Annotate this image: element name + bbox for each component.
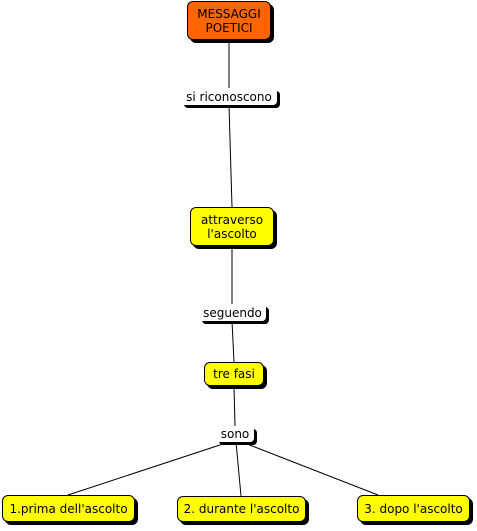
concept-prima-ascolto: 1.prima dell'ascolto	[2, 495, 135, 522]
concept-label-line1: attraverso	[200, 212, 264, 227]
link-phrase-si-riconoscono: si riconoscono	[181, 88, 277, 105]
concept-label-line1: MESSAGGI	[197, 6, 261, 21]
concept-label-line2: l'ascolto	[207, 226, 257, 241]
link-phrase-label: si riconoscono	[186, 89, 272, 104]
connector-link2-to-fasi	[231, 320, 235, 363]
concept-attraverso-ascolto: attraverso l'ascolto	[190, 207, 274, 246]
concept-messaggi-poetici: MESSAGGI POETICI	[187, 1, 271, 40]
connector-link3-to-prima	[67, 441, 230, 496]
link-phrase-sono: sono	[216, 426, 254, 442]
concept-label: 1.prima dell'ascolto	[9, 501, 128, 516]
connector-link3-to-durante	[235, 441, 242, 497]
connector-link1-to-ascolto	[228, 104, 233, 208]
link-phrase-label: sono	[220, 427, 250, 441]
link-phrase-seguendo: seguendo	[199, 304, 266, 321]
connector-fasi-to-link3	[233, 385, 236, 427]
connector-link3-to-dopo	[241, 441, 379, 496]
concept-dopo-ascolto: 3. dopo l'ascolto	[357, 495, 470, 522]
link-phrase-label: seguendo	[203, 305, 262, 320]
concept-tre-fasi: tre fasi	[204, 362, 264, 386]
concept-label-line2: POETICI	[205, 20, 253, 35]
concept-durante-ascolto: 2. durante l'ascolto	[177, 496, 306, 522]
concept-label: 2. durante l'ascolto	[183, 502, 300, 516]
concept-label: 3. dopo l'ascolto	[364, 501, 463, 516]
concept-label: tre fasi	[213, 367, 255, 381]
